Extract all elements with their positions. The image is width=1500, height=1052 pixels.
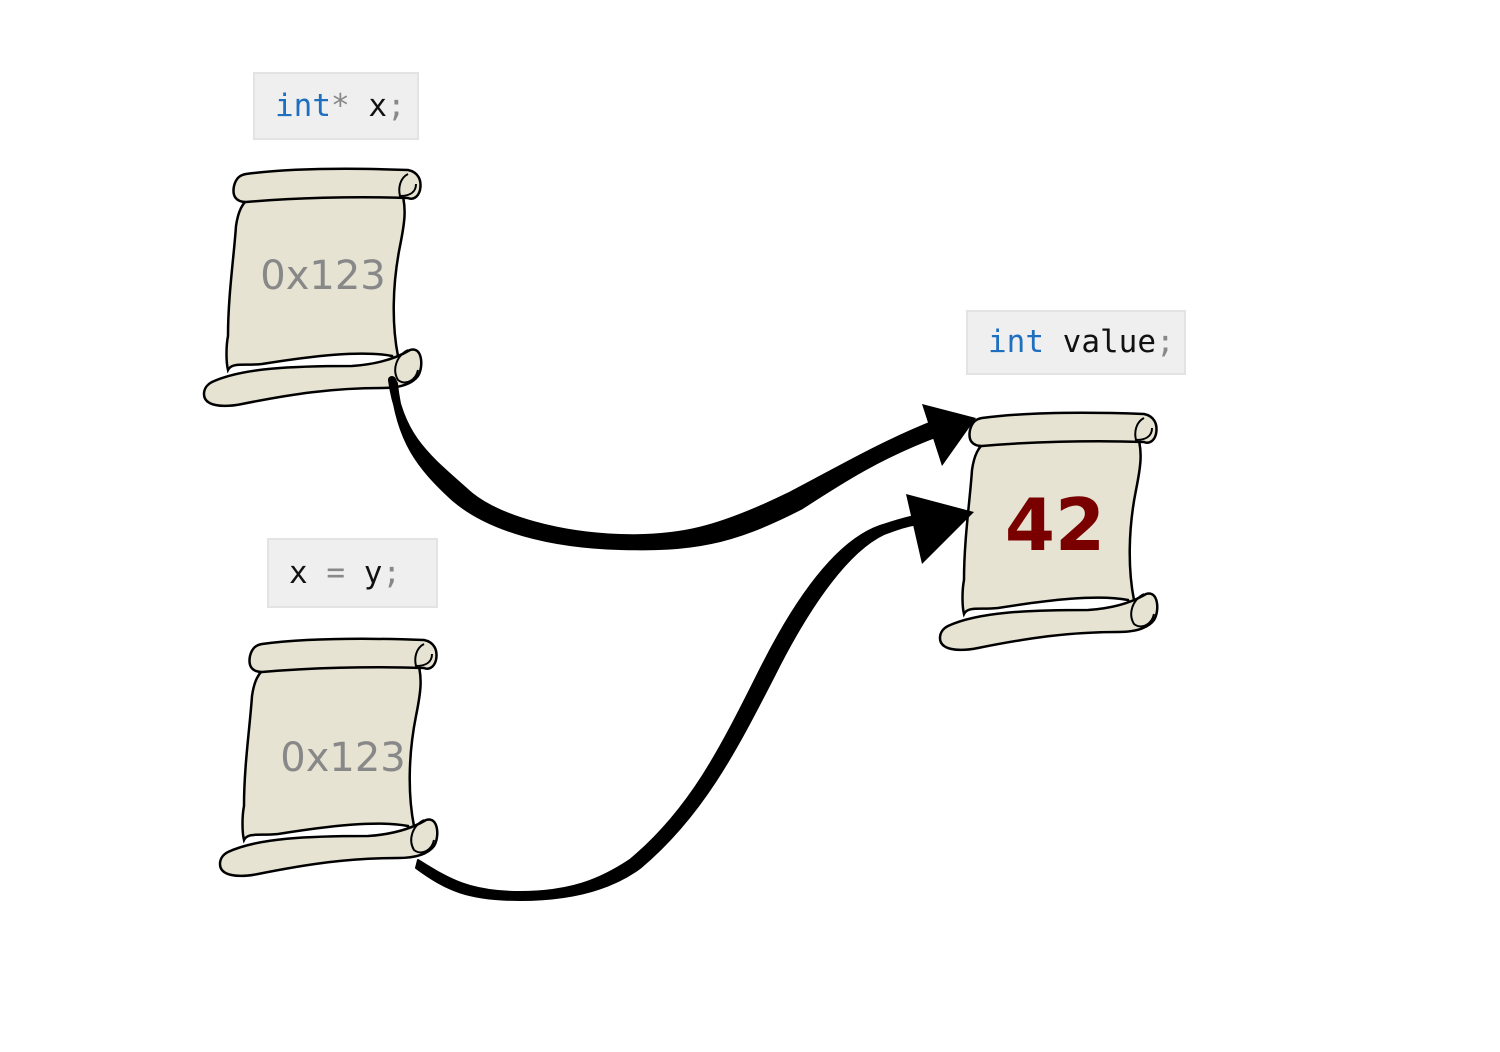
scroll-value-number: 42 [1005,483,1105,567]
code-box-int-pointer-x: int* x; [253,72,419,140]
arrowhead-x-to-value [922,404,976,466]
identifier-x: x [289,554,308,591]
semicolon: ; [382,554,402,591]
semicolon: ; [1156,324,1175,360]
scroll-x-address: 0x123 [260,253,385,299]
code-box-int-value: int value; [966,310,1186,375]
identifier-y: y [363,554,383,591]
keyword-int: int [988,324,1044,360]
identifier-x: x [368,87,388,124]
scroll-y-address: 0x123 [280,735,405,781]
arrow-x-to-value [388,376,944,551]
pointer-star: * [331,87,350,124]
assign-operator: = [326,554,346,591]
keyword-int: int [275,87,331,124]
code-box-assign-x-y: x = y; [267,538,438,608]
identifier-value: value [1062,324,1156,360]
arrowhead-y-to-value [906,494,974,564]
semicolon: ; [387,87,406,124]
arrow-y-to-value [415,515,919,901]
